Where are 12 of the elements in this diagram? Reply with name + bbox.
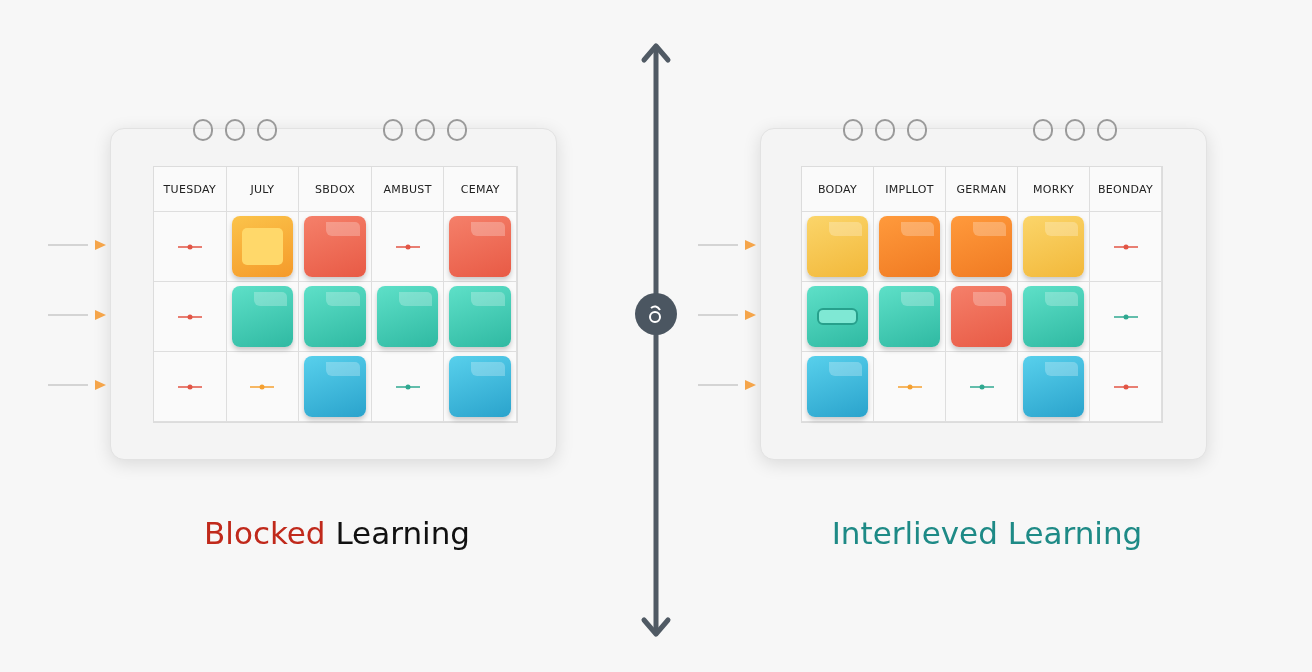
column-header: AMBUST: [371, 167, 445, 212]
column-header: SBDOX: [299, 167, 372, 212]
column-header: TUESDAY: [154, 167, 227, 212]
column-header: BODAY: [802, 167, 874, 212]
column-header: GERMAN: [946, 167, 1018, 212]
section-heading: Interlieved Learning: [830, 515, 1144, 551]
column-header: JULY: [226, 167, 300, 212]
column-header: MORKY: [1018, 167, 1090, 212]
column-header: CEMAY: [444, 167, 517, 212]
section-heading: Blocked Learning: [203, 515, 471, 551]
column-header: IMPLLOT: [874, 167, 946, 212]
column-header: BEONDAY: [1090, 167, 1162, 212]
